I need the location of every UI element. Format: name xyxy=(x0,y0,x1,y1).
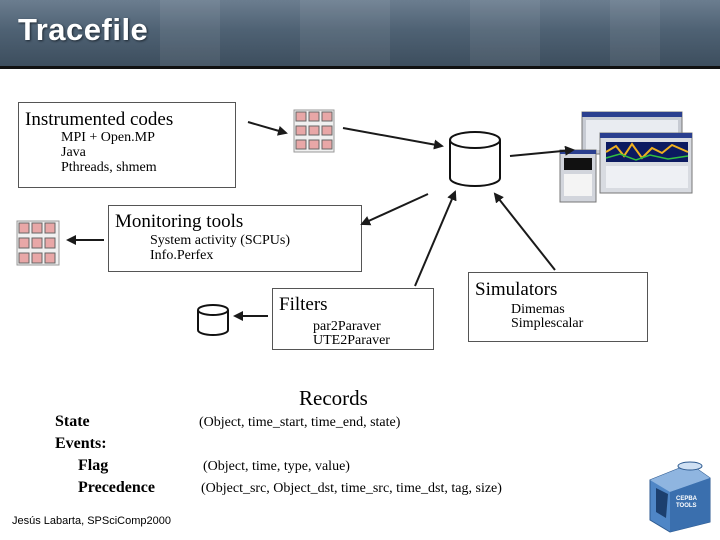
record-label-events: Events: xyxy=(55,435,107,452)
instrumented-line-2: Java xyxy=(61,145,86,160)
flow-arrows xyxy=(66,121,575,321)
record-label-state: State xyxy=(55,413,90,430)
monitoring-line-1: System activity (SCPUs) xyxy=(150,233,291,248)
monitoring-tools-box: Monitoring tools System activity (SCPUs)… xyxy=(108,205,362,272)
filters-box: Filters par2Paraver UTE2Paraver xyxy=(272,288,434,350)
tracefile-database-icon xyxy=(449,131,501,187)
filters-line-2: UTE2Paraver xyxy=(313,333,390,348)
record-label-precedence: Precedence xyxy=(78,479,155,496)
filters-line-1: par2Paraver xyxy=(313,319,381,334)
simulators-line-2: Simplescalar xyxy=(511,316,584,331)
simulators-line-1: Dimemas xyxy=(511,302,565,317)
process-grid-icon-top xyxy=(293,109,335,153)
monitoring-tools-title: Monitoring tools xyxy=(115,211,244,232)
page-title: Tracefile xyxy=(18,12,149,47)
process-grid-icon-left xyxy=(16,220,60,266)
instrumented-line-3: Pthreads, shmem xyxy=(61,160,157,175)
footer-credit: Jesús Labarta, SPSciComp2000 xyxy=(12,515,171,527)
records-heading: Records xyxy=(299,386,368,410)
filter-database-icon xyxy=(197,304,229,336)
instrumented-codes-title: Instrumented codes xyxy=(25,109,174,130)
instrumented-line-1: MPI + Open.MP xyxy=(61,130,155,145)
logo-text: CEPBA TOOLS xyxy=(676,496,697,509)
record-desc-precedence: (Object_src, Object_dst, time_src, time_… xyxy=(201,481,502,496)
paraver-screenshot-icon xyxy=(559,111,693,203)
simulators-box: Simulators Dimemas Simplescalar xyxy=(468,272,648,342)
record-desc-state: (Object, time_start, time_end, state) xyxy=(199,415,401,430)
record-desc-flag: (Object, time, type, value) xyxy=(203,459,350,474)
record-label-flag: Flag xyxy=(78,457,109,474)
filters-title: Filters xyxy=(279,294,328,315)
header-divider xyxy=(0,66,720,69)
title-banner: Tracefile xyxy=(0,0,720,66)
simulators-title: Simulators xyxy=(475,279,558,300)
cepba-tools-logo xyxy=(649,461,711,533)
instrumented-codes-box: Instrumented codes MPI + Open.MP Java Pt… xyxy=(18,102,236,188)
monitoring-line-2: Info.Perfex xyxy=(150,248,214,263)
